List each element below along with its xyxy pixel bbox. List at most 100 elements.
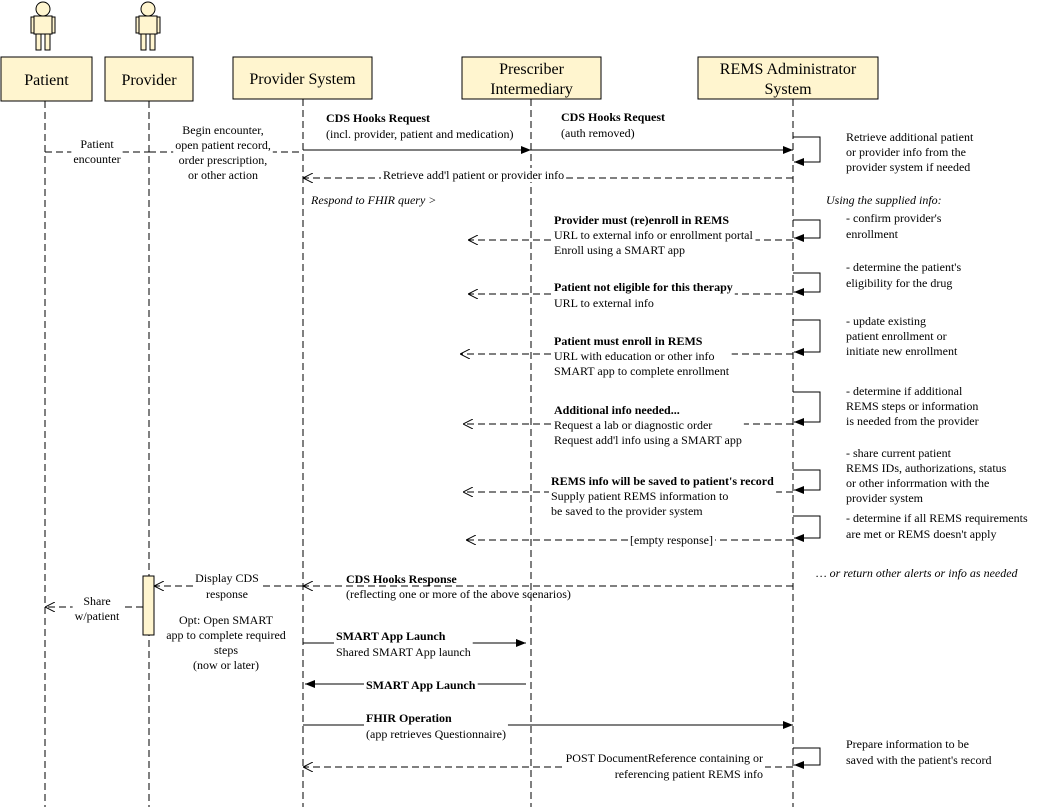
message-fhir-op-line: (app retrieves Questionnaire) [366, 727, 506, 741]
message-using-info: Using the supplied info: [826, 193, 942, 207]
message-patient-encounter-line: Patient [80, 137, 114, 151]
message-share-patient-line: Share [83, 594, 110, 608]
message-determine-met: - determine if all REMS requirements are … [846, 511, 1028, 541]
self-loop-confirm [793, 219, 821, 242]
message-prepare-info-line: saved with the patient's record [846, 753, 991, 767]
message-patient-enroll-line: SMART app to complete enrollment [554, 364, 730, 378]
message-begin-encounter-line: order prescription, [179, 153, 268, 167]
message-respond-fhir-line: Respond to FHIR query > [310, 193, 436, 207]
message-other-alerts: … or return other alerts or info as need… [816, 566, 1019, 580]
message-update-enroll-line: patient enrollment or [846, 329, 947, 343]
message-post-docref-bg [563, 751, 766, 781]
message-opt-smart-line: (now or later) [193, 658, 259, 672]
message-smart-launch-1-line: Shared SMART App launch [336, 645, 471, 659]
message-cds-request-1: CDS Hooks Request (incl. provider, patien… [326, 111, 513, 141]
message-retrieve-addl-line: Retrieve add'l patient or provider info [383, 168, 564, 182]
message-not-eligible-line: URL to external info [554, 296, 654, 310]
message-rems-saved-line: be saved to the provider system [551, 504, 703, 518]
participant-box-provider [104, 56, 194, 102]
message-share-ids-line: provider system [846, 491, 924, 505]
message-patient-encounter-bg [71, 137, 123, 166]
participant-label-intermediary: Prescriber [499, 61, 565, 78]
message-provider-enroll-bg [552, 213, 756, 257]
actor-patient-icon [30, 1, 56, 51]
message-post-docref-line: referencing patient REMS info [615, 767, 763, 781]
message-rems-saved-line: Supply patient REMS information to [551, 489, 728, 503]
message-cds-request-1-line: (incl. provider, patient and medication) [326, 127, 513, 141]
message-additional-info: Additional info needed...Request a lab o… [552, 403, 744, 447]
message-retrieve-addl: Retrieve add'l patient or provider info [381, 168, 567, 182]
message-update-enroll-line: initiate new enrollment [846, 344, 958, 358]
message-smart-launch-2: SMART App Launch [364, 678, 478, 692]
participant-label-provider_system: Provider System [249, 71, 356, 88]
message-patient-enroll-line: Patient must enroll in REMS [554, 334, 703, 348]
message-opt-smart-line: app to complete required [166, 628, 286, 642]
message-confirm-enroll-line: enrollment [846, 227, 899, 241]
message-confirm-enroll: - confirm provider's enrollment [846, 211, 942, 241]
message-additional-info-bg [552, 403, 744, 447]
message-display-cds-bg [193, 571, 261, 601]
message-determine-met-line: - determine if all REMS requirements [846, 511, 1028, 525]
message-not-eligible-line: Patient not eligible for this therapy [554, 280, 733, 294]
participant-box-intermediary [461, 56, 602, 100]
message-smart-launch-1-line: SMART App Launch [336, 629, 446, 643]
participant-label-patient: Patient [24, 72, 69, 89]
message-display-cds-line: Display CDS [195, 571, 259, 585]
message-begin-encounter-bg [173, 123, 273, 182]
message-empty-response-bg [628, 533, 715, 547]
message-not-eligible-bg [552, 280, 735, 310]
message-cds-request-2-line: CDS Hooks Request [561, 110, 665, 124]
message-share-ids-line: or other inforrmation with the [846, 476, 989, 490]
message-empty-response: [empty response] [628, 533, 715, 547]
message-patient-enroll-line: URL with education or other info [554, 349, 715, 363]
message-share-ids-line: REMS IDs, authorizations, status [846, 461, 1007, 475]
message-cds-response-line: CDS Hooks Response [346, 572, 457, 586]
message-fhir-op: FHIR Operation (app retrieves Questionnai… [364, 711, 508, 741]
message-other-alerts-line: … or return other alerts or info as need… [816, 566, 1019, 580]
message-provider-enroll-line: Enroll using a SMART app [554, 243, 685, 257]
self-loop-steps [793, 391, 821, 426]
message-determine-met-line: are met or REMS doesn't apply [846, 527, 996, 541]
participant-box-provider_system [232, 56, 373, 100]
message-smart-launch-1-bg [334, 629, 473, 659]
self-loop-prepare [793, 747, 821, 769]
participant-box-patient [0, 56, 93, 102]
message-begin-encounter: Begin encounter,open patient record,orde… [173, 123, 273, 182]
message-patient-enroll-bg [552, 334, 732, 378]
message-determine-steps-line: REMS steps or information [846, 399, 978, 413]
message-additional-info-line: Additional info needed... [554, 403, 680, 417]
message-provider-enroll-line: Provider must (re)enroll in REMS [554, 213, 729, 227]
message-begin-encounter-line: or other action [188, 168, 258, 182]
self-loop-eligibility [793, 272, 821, 296]
message-provider-enroll-line: URL to external info or enrollment porta… [554, 228, 753, 242]
message-using-info-line: Using the supplied info: [826, 193, 942, 207]
message-rems-saved: REMS info will be saved to patient's rec… [549, 474, 777, 518]
participant-label-rems: System [764, 81, 812, 98]
participant-label-intermediary: Intermediary [490, 81, 573, 98]
message-share-ids-line: - share current patient [846, 446, 952, 460]
message-cds-request-2-line: (auth removed) [561, 126, 635, 140]
message-cds-request-2: CDS Hooks Request (auth removed) [561, 110, 665, 140]
message-additional-info-line: Request add'l info using a SMART app [554, 433, 742, 447]
message-retrieve-note-line: Retrieve additional patient [846, 130, 974, 144]
message-rems-saved-bg [549, 474, 777, 518]
message-confirm-enroll-line: - confirm provider's [846, 211, 942, 225]
message-share-patient-bg [72, 594, 122, 623]
message-fhir-op-line: FHIR Operation [366, 711, 452, 725]
message-cds-request-1-line: CDS Hooks Request [326, 111, 430, 125]
message-determine-steps-line: - determine if additional [846, 384, 963, 398]
message-opt-smart-line: Opt: Open SMART [179, 613, 274, 627]
message-cds-response: CDS Hooks Response(reflecting one or mor… [346, 572, 571, 601]
provider-activation-bar [142, 575, 155, 636]
participant-box-rems [697, 56, 879, 100]
